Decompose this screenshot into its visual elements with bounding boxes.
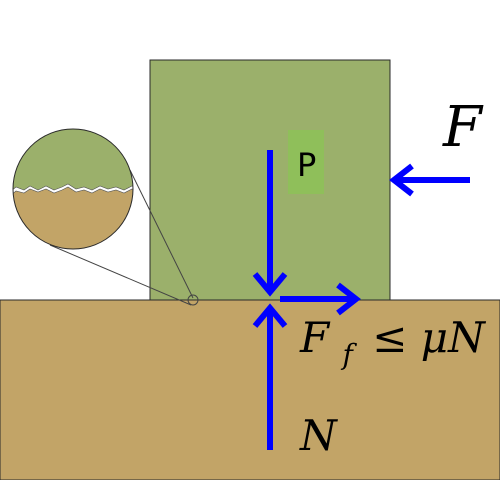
normal-arrow: [252, 303, 288, 450]
magnifier-leader-upper: [129, 169, 194, 299]
applied-force-arrow: [389, 163, 470, 197]
magnifier-focus-point: [187, 294, 199, 306]
weight-label-box: [288, 130, 324, 194]
friction-label-main: F: [299, 313, 331, 362]
friction-arrow: [280, 282, 361, 316]
magnifier-circle-icon: [12, 128, 134, 250]
friction-label: F f ≤ μN: [299, 313, 486, 374]
weight-label: P: [297, 146, 316, 184]
friction-label-sub: f: [341, 338, 358, 371]
weight-arrow: [252, 150, 288, 297]
magnifier-leader-lower: [49, 244, 192, 306]
ground: [0, 299, 500, 480]
normal-force-label: N: [299, 411, 338, 460]
applied-force-label: F: [442, 95, 484, 160]
friction-label-rest: ≤ μN: [372, 313, 486, 362]
